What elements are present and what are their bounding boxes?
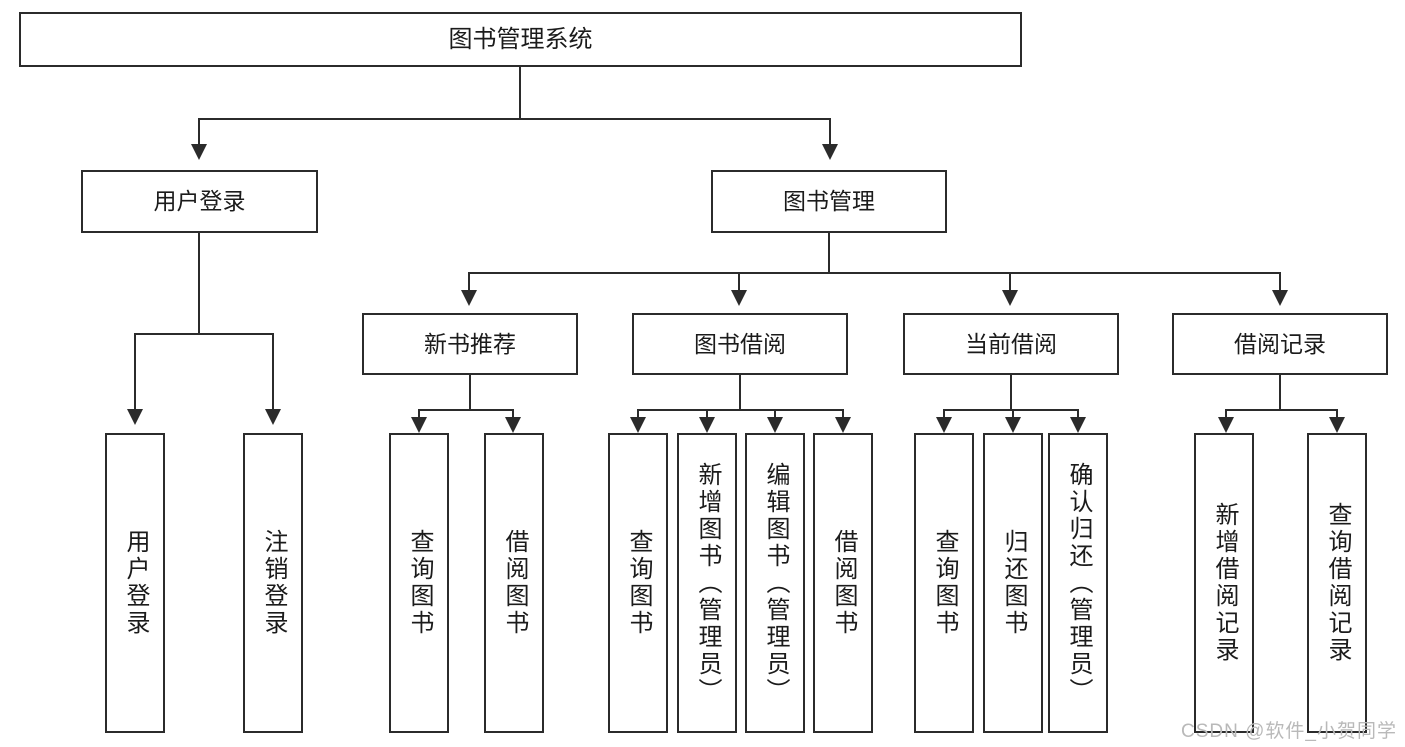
node-new-book-recommend[interactable]: 新书推荐: [362, 313, 578, 375]
connector-user-login-bar: [134, 333, 274, 335]
node-label: 新书推荐: [424, 330, 516, 357]
node-label: 图书借阅: [694, 330, 786, 357]
node-label: 新增借阅记录: [1211, 502, 1238, 664]
connector-new-book-stem: [469, 375, 471, 410]
node-leaf-add-borrow-record[interactable]: 新增借阅记录: [1194, 433, 1254, 733]
connector-bb-to-leaf-2: [706, 409, 708, 421]
arrowhead-new-book-to-leaf-1: [411, 417, 427, 433]
arrowhead-bb-to-leaf-2: [699, 417, 715, 433]
connector-new-book-to-leaf-1: [418, 409, 420, 421]
arrowhead-cb-to-leaf-1: [936, 417, 952, 433]
arrowhead-root-to-user-login: [191, 144, 207, 160]
node-label: 用户登录: [122, 529, 149, 637]
arrowhead-cb-to-leaf-2: [1005, 417, 1021, 433]
connector-book-management-bar: [468, 272, 1280, 274]
node-user-login[interactable]: 用户登录: [81, 170, 318, 233]
connector-br-to-leaf-2: [1336, 409, 1338, 421]
node-label: 新增图书（管理员）: [694, 461, 721, 705]
connector-new-book-to-leaf-2: [512, 409, 514, 421]
node-book-borrow[interactable]: 图书借阅: [632, 313, 848, 375]
connector-root-bar: [198, 118, 831, 120]
node-label: 借阅图书: [830, 529, 857, 637]
arrowhead-bb-to-leaf-3: [767, 417, 783, 433]
connector-cb-to-leaf-2: [1012, 409, 1014, 421]
connector-new-book-bar: [418, 409, 514, 411]
connector-root-stem: [519, 67, 521, 119]
arrowhead-br-to-leaf-1: [1218, 417, 1234, 433]
connector-user-login-stem: [198, 233, 200, 334]
node-leaf-query-borrow-record[interactable]: 查询借阅记录: [1307, 433, 1367, 733]
node-current-borrow[interactable]: 当前借阅: [903, 313, 1119, 375]
arrowhead-bm-to-book-borrow: [731, 290, 747, 306]
node-label: 注销登录: [260, 529, 287, 637]
connector-bm-to-borrow-record: [1279, 272, 1281, 292]
connector-user-login-to-leaf-2: [272, 333, 274, 411]
arrowhead-bm-to-current-borrow: [1002, 290, 1018, 306]
node-leaf-borrow-book[interactable]: 借阅图书: [813, 433, 873, 733]
connector-borrow-record-stem: [1279, 375, 1281, 410]
node-leaf-confirm-return-admin[interactable]: 确认归还（管理员）: [1048, 433, 1108, 733]
node-root-book-management-system[interactable]: 图书管理系统: [19, 12, 1022, 67]
connector-br-to-leaf-1: [1225, 409, 1227, 421]
connector-user-login-to-leaf-1: [134, 333, 136, 411]
connector-bb-to-leaf-1: [637, 409, 639, 421]
node-label: 编辑图书（管理员）: [762, 461, 789, 705]
connector-bm-to-current-borrow: [1009, 272, 1011, 292]
node-leaf-user-login[interactable]: 用户登录: [105, 433, 165, 733]
node-label: 查询借阅记录: [1324, 502, 1351, 664]
node-label: 确认归还（管理员）: [1065, 461, 1092, 705]
arrowhead-user-login-to-leaf-1: [127, 409, 143, 425]
arrowhead-new-book-to-leaf-2: [505, 417, 521, 433]
connector-book-borrow-stem: [739, 375, 741, 410]
arrowhead-bb-to-leaf-4: [835, 417, 851, 433]
connector-root-to-book-management: [829, 118, 831, 146]
node-label: 借阅图书: [501, 529, 528, 637]
node-borrow-record[interactable]: 借阅记录: [1172, 313, 1388, 375]
node-leaf-logout[interactable]: 注销登录: [243, 433, 303, 733]
connector-root-to-user-login: [198, 118, 200, 146]
arrowhead-br-to-leaf-2: [1329, 417, 1345, 433]
connector-bb-to-leaf-4: [842, 409, 844, 421]
node-label: 用户登录: [153, 188, 246, 215]
arrowhead-bm-to-new-book: [461, 290, 477, 306]
node-label: 图书管理: [783, 188, 875, 215]
connector-cb-to-leaf-3: [1077, 409, 1079, 421]
arrowhead-bm-to-borrow-record: [1272, 290, 1288, 306]
connector-book-borrow-bar: [637, 409, 844, 411]
node-label: 当前借阅: [965, 330, 1057, 357]
arrowhead-user-login-to-leaf-2: [265, 409, 281, 425]
node-leaf-return-book[interactable]: 归还图书: [983, 433, 1043, 733]
connector-current-borrow-bar: [943, 409, 1079, 411]
node-label: 借阅记录: [1234, 330, 1326, 357]
node-label: 查询图书: [931, 529, 958, 637]
node-leaf-borrow-book-recommend[interactable]: 借阅图书: [484, 433, 544, 733]
arrowhead-bb-to-leaf-1: [630, 417, 646, 433]
connector-cb-to-leaf-1: [943, 409, 945, 421]
node-leaf-query-book-current[interactable]: 查询图书: [914, 433, 974, 733]
node-label: 查询图书: [406, 529, 433, 637]
connector-current-borrow-stem: [1010, 375, 1012, 410]
connector-bm-to-new-book: [468, 272, 470, 292]
connector-bb-to-leaf-3: [774, 409, 776, 421]
node-leaf-edit-book-admin[interactable]: 编辑图书（管理员）: [745, 433, 805, 733]
connector-bm-to-book-borrow: [738, 272, 740, 292]
connector-book-management-stem: [828, 233, 830, 273]
arrowhead-root-to-book-management: [822, 144, 838, 160]
node-leaf-add-book-admin[interactable]: 新增图书（管理员）: [677, 433, 737, 733]
connector-borrow-record-bar: [1225, 409, 1338, 411]
node-book-management[interactable]: 图书管理: [711, 170, 947, 233]
node-leaf-query-book-recommend[interactable]: 查询图书: [389, 433, 449, 733]
node-label: 归还图书: [1000, 529, 1027, 637]
arrowhead-cb-to-leaf-3: [1070, 417, 1086, 433]
node-label: 图书管理系统: [448, 25, 593, 53]
node-leaf-query-book-borrow[interactable]: 查询图书: [608, 433, 668, 733]
node-label: 查询图书: [625, 529, 652, 637]
